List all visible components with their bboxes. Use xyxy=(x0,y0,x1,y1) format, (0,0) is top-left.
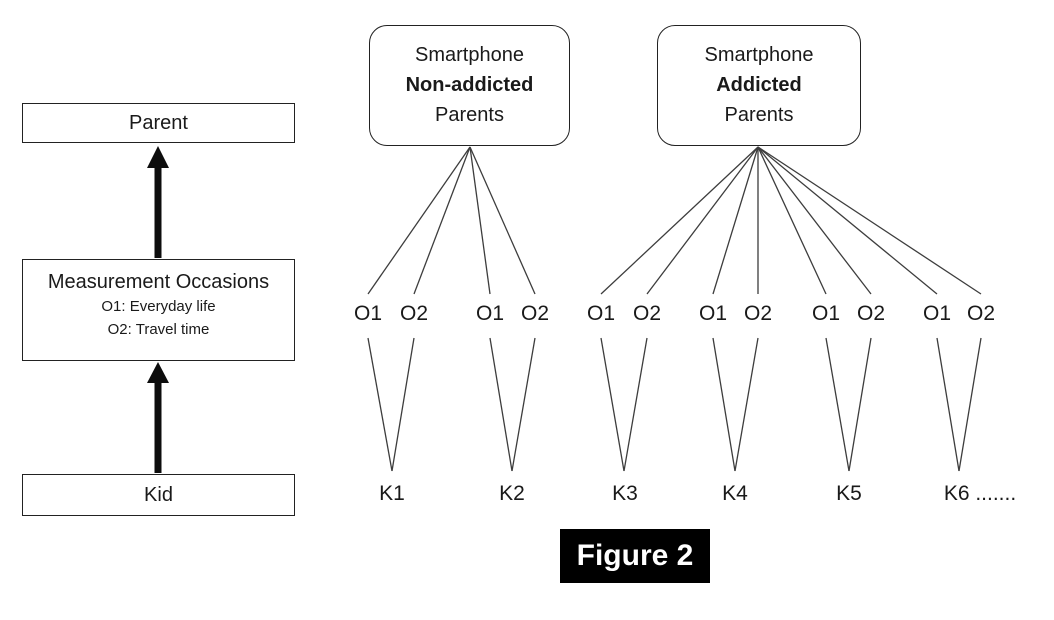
occasion-label-k2-o2: O2 xyxy=(520,302,550,325)
arrow-measurement-to-parent xyxy=(147,146,169,258)
addicted-line2: Addicted xyxy=(716,74,802,96)
fan-lines-non-addicted xyxy=(367,146,536,295)
kid-box-label: Kid xyxy=(144,483,173,506)
measurement-box-title: Measurement Occasions xyxy=(47,271,270,293)
kid-label-k5: K5 xyxy=(836,482,862,505)
addicted-line1: Smartphone xyxy=(704,44,814,66)
kid-label-k1: K1 xyxy=(379,482,405,505)
addicted-line3: Parents xyxy=(724,104,794,126)
arrow-kid-to-measurement xyxy=(147,362,169,473)
fan-lines-addicted xyxy=(600,146,982,295)
occasion-label-k5-o2: O2 xyxy=(856,302,886,325)
kid-label-k2: K2 xyxy=(499,482,525,505)
occasion-label-k4-o2: O2 xyxy=(743,302,773,325)
figure-caption-box: Figure 2 xyxy=(560,529,710,583)
parent-box-label: Parent xyxy=(129,111,188,134)
occasion-label-k6-o1: O1 xyxy=(922,302,952,325)
non-addicted-parents-box: Smartphone Non-addicted Parents xyxy=(369,25,570,146)
occasion-label-k3-o1: O1 xyxy=(586,302,616,325)
occasion-label-k2-o1: O1 xyxy=(475,302,505,325)
occasion-label-k1-o1: O1 xyxy=(353,302,383,325)
measurement-occasions-box: Measurement Occasions O1: Everyday life … xyxy=(22,259,295,361)
occasion-label-k6-o2: O2 xyxy=(966,302,996,325)
kid-box: Kid xyxy=(22,474,295,516)
kid-connector-lines xyxy=(367,337,982,472)
non-addicted-line1: Smartphone xyxy=(415,44,524,66)
occasion-label-k1-o2: O2 xyxy=(399,302,429,325)
figure-caption-label: Figure 2 xyxy=(576,539,694,572)
addicted-parents-box: Smartphone Addicted Parents xyxy=(657,25,861,146)
occasion1-definition: O1: Everyday life xyxy=(101,298,216,315)
occasion-label-k5-o1: O1 xyxy=(811,302,841,325)
non-addicted-line2: Non-addicted xyxy=(405,74,534,96)
occasion2-definition: O2: Travel time xyxy=(107,321,210,338)
occasion-label-k4-o1: O1 xyxy=(698,302,728,325)
parent-box: Parent xyxy=(22,103,295,143)
occasion-label-k3-o2: O2 xyxy=(632,302,662,325)
kid-label-k4: K4 xyxy=(722,482,748,505)
kid-label-k6: K6 ....... xyxy=(943,482,1017,505)
non-addicted-line3: Parents xyxy=(435,104,504,126)
kid-label-k3: K3 xyxy=(612,482,638,505)
